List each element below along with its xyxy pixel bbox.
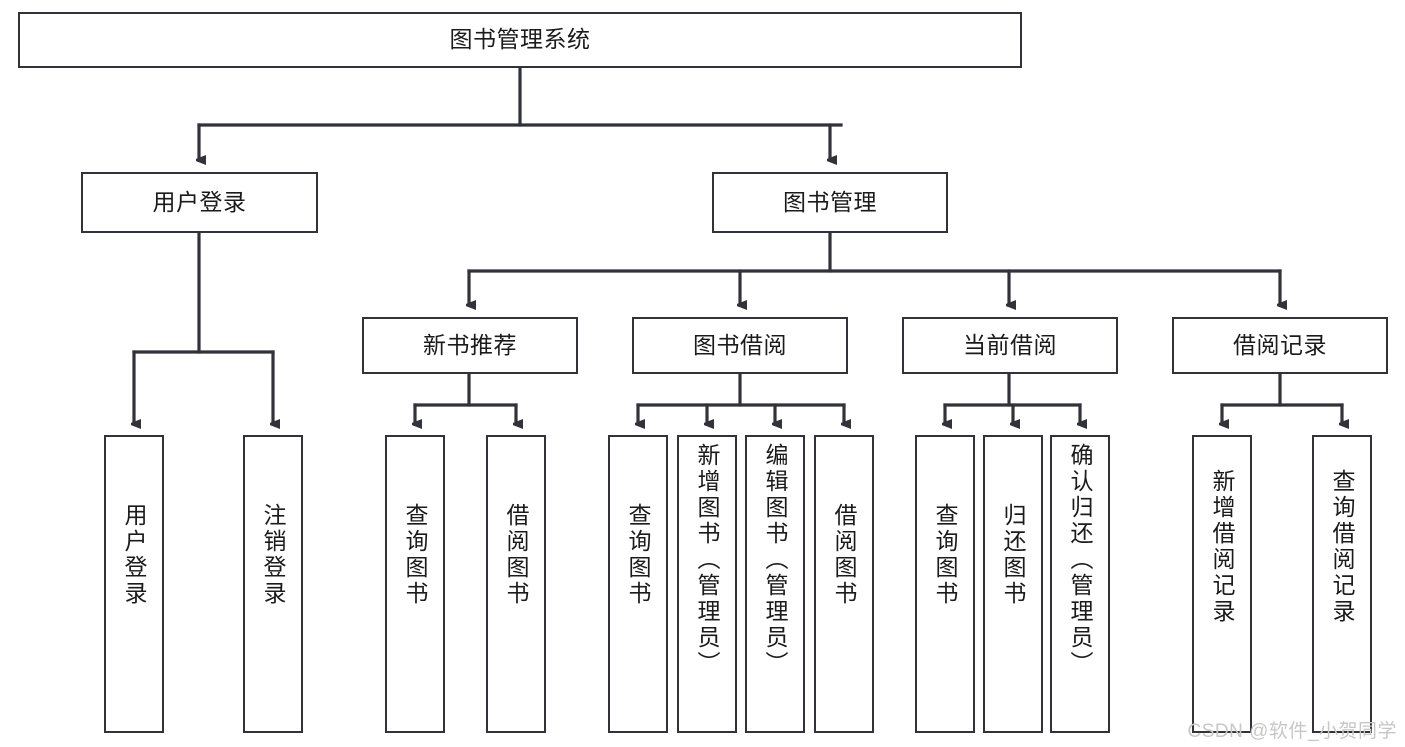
node-borrow-record-label: 借阅记录 [1233, 331, 1327, 358]
edges-book-borrow-to-leaves [638, 372, 844, 424]
node-leaf-user-login[interactable]: 用户登录 [104, 435, 164, 733]
node-leaf-query-book-3[interactable]: 查询图书 [915, 435, 975, 733]
node-leaf-add-book-label: 新增图书（管理员） [694, 443, 721, 677]
edges-book-management-to-level3 [469, 231, 1280, 305]
node-new-book-recommend[interactable]: 新书推荐 [362, 317, 578, 374]
node-leaf-edit-book[interactable]: 编辑图书（管理员） [745, 435, 805, 733]
node-leaf-user-login-label: 用户登录 [121, 503, 148, 607]
node-book-borrow[interactable]: 图书借阅 [632, 317, 848, 374]
node-leaf-logout-label: 注销登录 [260, 503, 287, 607]
node-leaf-query-borrow-record[interactable]: 查询借阅记录 [1312, 435, 1372, 733]
node-leaf-edit-book-label: 编辑图书（管理员） [762, 443, 789, 677]
node-user-login[interactable]: 用户登录 [81, 172, 318, 233]
node-leaf-return-book[interactable]: 归还图书 [983, 435, 1043, 733]
node-root-label: 图书管理系统 [449, 26, 591, 53]
node-book-management[interactable]: 图书管理 [712, 172, 948, 233]
node-leaf-add-book[interactable]: 新增图书（管理员） [677, 435, 737, 733]
node-current-borrow-label: 当前借阅 [963, 331, 1057, 358]
node-leaf-return-book-label: 归还图书 [1000, 503, 1027, 607]
node-leaf-confirm-return-label: 确认归还（管理员） [1067, 443, 1094, 677]
edges-user-login-to-leaves [134, 231, 273, 424]
node-root[interactable]: 图书管理系统 [18, 12, 1022, 68]
node-leaf-query-book-2-label: 查询图书 [625, 503, 652, 607]
node-leaf-add-borrow-record-label: 新增借阅记录 [1209, 469, 1236, 625]
node-leaf-confirm-return[interactable]: 确认归还（管理员） [1050, 435, 1110, 733]
node-leaf-query-book-3-label: 查询图书 [932, 503, 959, 607]
node-leaf-query-borrow-record-label: 查询借阅记录 [1329, 469, 1356, 625]
node-leaf-query-book-2[interactable]: 查询图书 [608, 435, 668, 733]
node-leaf-borrow-book-1[interactable]: 借阅图书 [486, 435, 546, 733]
node-book-borrow-label: 图书借阅 [693, 331, 787, 358]
node-leaf-logout[interactable]: 注销登录 [243, 435, 303, 733]
edges-borrow-record-to-leaves [1222, 372, 1342, 424]
node-user-login-label: 用户登录 [152, 188, 247, 215]
node-book-management-label: 图书管理 [783, 188, 877, 215]
edges-current-borrow-to-leaves [945, 372, 1080, 424]
node-new-book-recommend-label: 新书推荐 [423, 331, 517, 358]
node-leaf-borrow-book-2-label: 借阅图书 [831, 503, 858, 607]
node-leaf-borrow-book-2[interactable]: 借阅图书 [814, 435, 874, 733]
node-leaf-query-book-1-label: 查询图书 [402, 503, 429, 607]
node-current-borrow[interactable]: 当前借阅 [902, 317, 1118, 374]
node-leaf-borrow-book-1-label: 借阅图书 [503, 503, 530, 607]
node-borrow-record[interactable]: 借阅记录 [1172, 317, 1388, 374]
watermark-text: CSDN @软件_小贺同学 [1187, 721, 1397, 742]
node-leaf-add-borrow-record[interactable]: 新增借阅记录 [1192, 435, 1252, 733]
node-leaf-query-book-1[interactable]: 查询图书 [385, 435, 445, 733]
edges-root-to-level2 [199, 66, 843, 160]
edges-new-book-recommend-to-leaves [415, 372, 516, 424]
